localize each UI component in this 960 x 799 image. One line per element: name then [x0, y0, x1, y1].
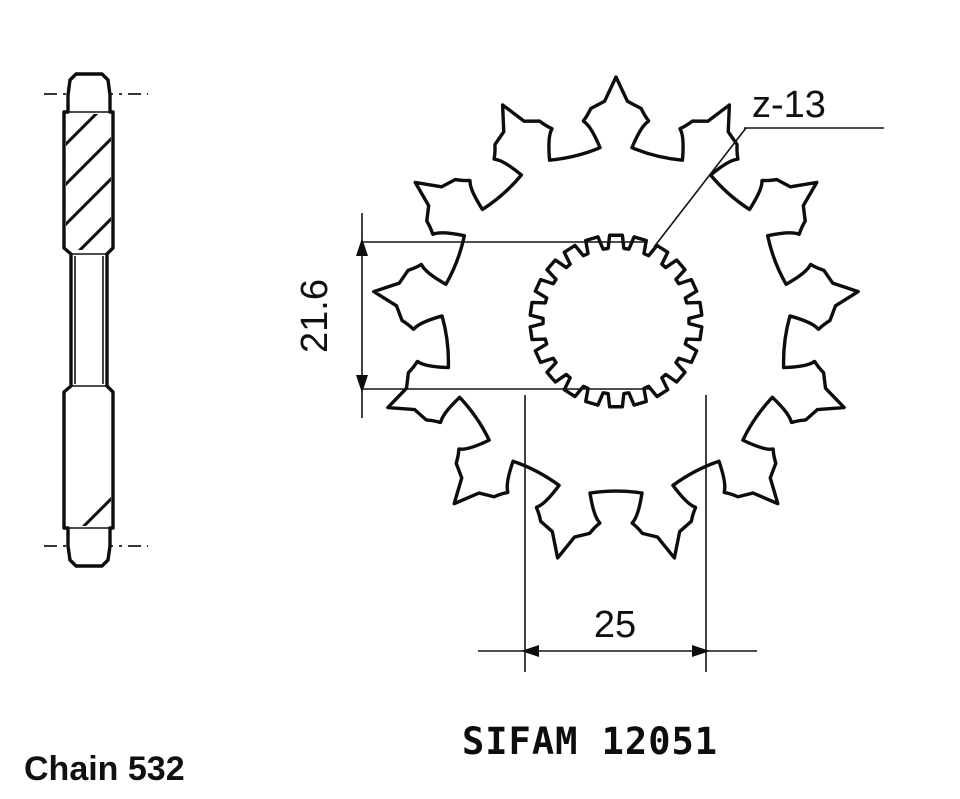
dimension-21-6: 21.6	[294, 213, 368, 418]
tooth-count-label: z-13	[752, 84, 826, 126]
tooth-count-leader	[653, 127, 884, 248]
chain-spec-label: Chain 532	[24, 750, 185, 788]
hatch-upper	[66, 114, 111, 250]
arrowhead-21-6-top	[356, 238, 368, 256]
splined-hub-bore	[528, 233, 704, 409]
arrowhead-21-6-bottom	[356, 375, 368, 393]
arrowhead-25-left	[521, 645, 539, 657]
part-mark-label: SIFAM 12051	[462, 720, 718, 763]
dimension-label-25: 25	[594, 604, 636, 646]
side-section-view	[44, 72, 148, 568]
side-view-outline	[62, 72, 115, 568]
dimension-label-21-6: 21.6	[294, 279, 336, 353]
front-view	[362, 75, 884, 672]
arrowhead-25-right	[692, 645, 710, 657]
dimension-25: 25	[478, 604, 757, 657]
